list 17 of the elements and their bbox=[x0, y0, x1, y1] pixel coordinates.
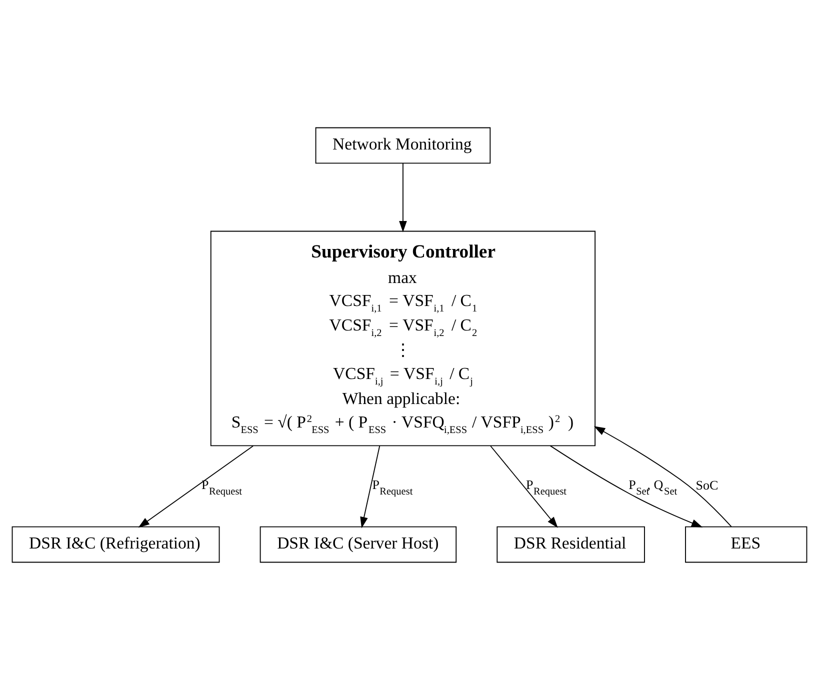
node-box: DSR Residential bbox=[496, 526, 645, 563]
arrow bbox=[399, 162, 407, 232]
arrow bbox=[360, 446, 380, 528]
edge-label: P$_{Request}$ bbox=[202, 476, 242, 498]
node-box: DSR I&C (Refrigeration) bbox=[12, 526, 220, 563]
arrow bbox=[594, 426, 732, 528]
edge-label: P$_{Set}$, Q$_{Set}$ bbox=[628, 476, 678, 498]
arrow bbox=[138, 446, 254, 528]
node-box: DSR I&C (Server Host) bbox=[260, 526, 457, 563]
arrow bbox=[490, 446, 558, 528]
node-box: Supervisory Controller max VCSF$_{i,1}$ = VSF$_{i,1}$ / C$_{1}$ VCSF$_{i,2}$ = VSF$_{i,2}$ / C$_{2}$ ⋮ VCSF$_{i,j}$ = VSF$_{i,j}$ / C$_{j}$ When applicable: S$_{ESS}$ = √( P$^{2}$$_{ESS}$ + ( P$_{ESS}$ · VSFQ$_{i,ESS}$ / VSFP$_{i,ESS}$ )$^{2}$ ) bbox=[210, 230, 596, 446]
node-box: Network Monitoring bbox=[315, 127, 491, 164]
edge-label: P$_{Request}$ bbox=[526, 476, 567, 498]
edge-label: SoC bbox=[696, 478, 718, 493]
node-box: EES bbox=[685, 526, 808, 563]
arrow bbox=[550, 445, 703, 528]
edge-label: P$_{Request}$ bbox=[372, 476, 413, 498]
